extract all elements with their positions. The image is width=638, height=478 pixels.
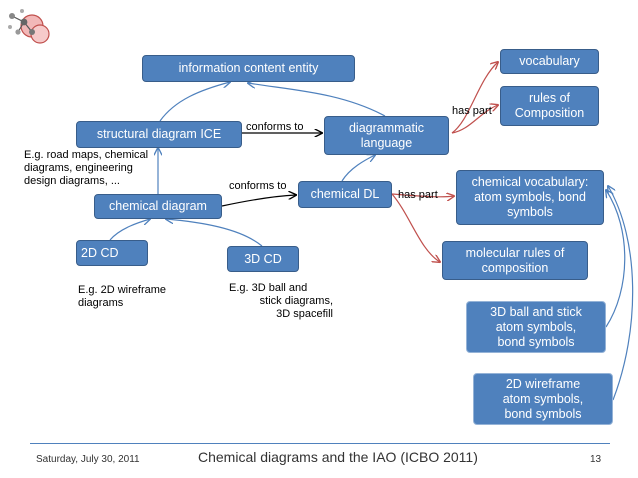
isa-edge-structural-ice [159,82,230,122]
note-line: diagrams, engineering [24,162,133,174]
node-rules-of-composition: rules of Composition [500,86,599,126]
haspart-edge-rules [451,105,498,134]
node-label: Composition [514,106,585,120]
haspart-edge-molrules [391,193,440,262]
isa-edge-diagrammatic-ice [248,83,386,117]
node-molecular-rules: molecular rules of composition [442,241,588,280]
haspart-edge-chemvocab [391,194,454,197]
node-information-content-entity: information content entity [142,55,355,82]
node-label: 3D CD [244,251,282,266]
node-label: structural diagram ICE [96,127,222,141]
node-chemical-dl: chemical DL [298,181,392,208]
node-chemical-vocabulary: chemical vocabulary: atom symbols, bond … [456,170,604,225]
isa-edge-2dcd-chemdiagram [109,219,150,241]
node-label: symbols [507,205,553,219]
node-3d-ball-and-stick: 3D ball and stick atom symbols, bond sym… [466,301,606,353]
node-label: chemical vocabulary: [471,175,589,189]
isa-edge-3dcd-chemdiagram [166,219,263,247]
node-label: atom symbols, [495,319,577,334]
node-label: 2D wireframe [505,376,581,391]
node-3d-cd: 3D CD [227,246,299,272]
structural-examples-note: E.g. road maps, chemical diagrams, engin… [24,149,148,188]
node-vocabulary: vocabulary [500,49,599,74]
isa-edge-ballstick-chemvocab [606,190,626,328]
node-chemical-diagram: chemical diagram [94,194,222,219]
node-2d-cd: 2D CD [76,240,148,266]
node-label: bond symbols [497,334,575,349]
node-label: vocabulary [519,54,580,68]
node-label: chemical DL [310,187,380,201]
note-line: E.g. 2D wireframe [78,284,167,296]
edge-label-conforms-to: conforms to [246,121,304,133]
note-line: design diagrams, ... [24,175,120,187]
node-label: atom symbols, bond [474,190,586,204]
node-2d-wireframe: 2D wireframe atom symbols, bond symbols [473,373,613,425]
node-label: 3D ball and stick [490,304,582,319]
footer-date: Saturday, July 30, 2011 [36,454,140,465]
footer-title: Chemical diagrams and the IAO (ICBO 2011… [198,449,478,465]
note-line: diagrams [78,297,124,309]
node-label: composition [481,260,549,275]
note-line: stick diagrams, [259,295,333,307]
node-diagrammatic-language: diagrammatic language [324,116,449,155]
node-label: language [360,135,413,150]
edge-label-has-part: has part [398,189,438,201]
2dcd-examples-note: E.g. 2D wireframe diagrams [78,284,166,310]
node-label: information content entity [178,61,319,75]
isa-edge-chemdl-diagrammatic [341,155,375,182]
conforms-edge-chemical [221,195,296,207]
isa-edge-wireframe-chemvocab [608,186,634,401]
note-line: 3D spacefill [276,308,333,320]
edge-label-conforms-to: conforms to [229,180,287,192]
node-label: molecular rules of [465,245,565,260]
footer-page-number: 13 [590,454,602,465]
note-line: E.g. road maps, chemical [24,149,149,161]
molecule-logo [8,9,50,44]
node-structural-diagram-ice: structural diagram ICE [76,121,242,148]
node-label: bond symbols [504,406,582,421]
note-line: E.g. 3D ball and [229,282,308,294]
node-label: atom symbols, [502,391,584,406]
footer-divider [30,443,610,444]
node-label: diagrammatic [348,120,425,135]
edge-label-has-part: has part [452,105,492,117]
node-label: chemical diagram [109,199,207,213]
haspart-edge-vocabulary [451,62,498,134]
3dcd-examples-note: E.g. 3D ball and stick diagrams, 3D spac… [229,282,333,321]
node-label: 2D CD [81,245,119,260]
node-label: rules of [529,91,570,105]
